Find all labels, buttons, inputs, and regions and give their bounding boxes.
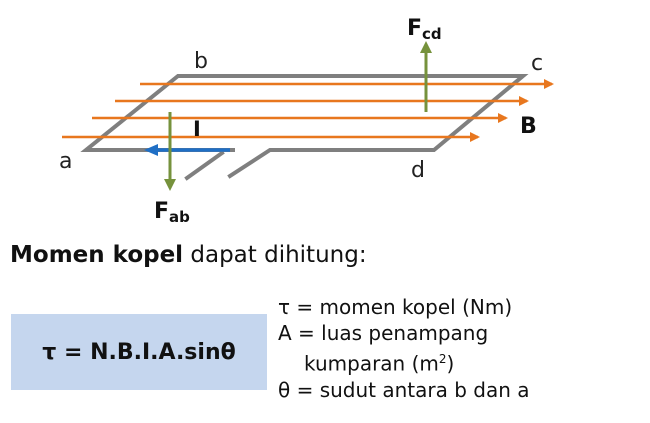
legend-theta: θ = sudut antara b dan a	[278, 377, 530, 402]
coil-loop	[80, 74, 529, 181]
variable-legend: τ = momen kopel (Nm) A = luas penampang …	[278, 294, 530, 403]
heading-bold: Momen kopel	[10, 242, 184, 268]
loop-lead	[184, 150, 225, 181]
heading-rest: dapat dihitung:	[183, 242, 367, 268]
corner-d-label: d	[411, 158, 425, 183]
section-heading: Momen kopel dapat dihitung:	[10, 242, 367, 268]
legend-area-cont: kumparan (m2)	[304, 351, 455, 376]
formula-box: τ = N.B.I.A.sinθ	[11, 314, 267, 390]
torque-formula: τ = N.B.I.A.sinθ	[42, 339, 236, 365]
legend-area: A = luas penampang	[278, 321, 489, 345]
loop-outline	[80, 74, 529, 179]
force-ab-label: Fab	[154, 199, 190, 226]
corner-a-label: a	[59, 149, 72, 174]
legend-tau: τ = momen kopel (Nm)	[278, 295, 513, 319]
magnetic-field-lines	[62, 79, 554, 142]
force-cd-label: Fcd	[407, 16, 442, 43]
coil-diagram: b c a d B I Fcd Fab	[59, 16, 554, 226]
field-b-label: B	[520, 114, 537, 139]
corner-b-label: b	[194, 49, 208, 74]
corner-c-label: c	[531, 51, 543, 76]
current-label: I	[193, 117, 201, 141]
